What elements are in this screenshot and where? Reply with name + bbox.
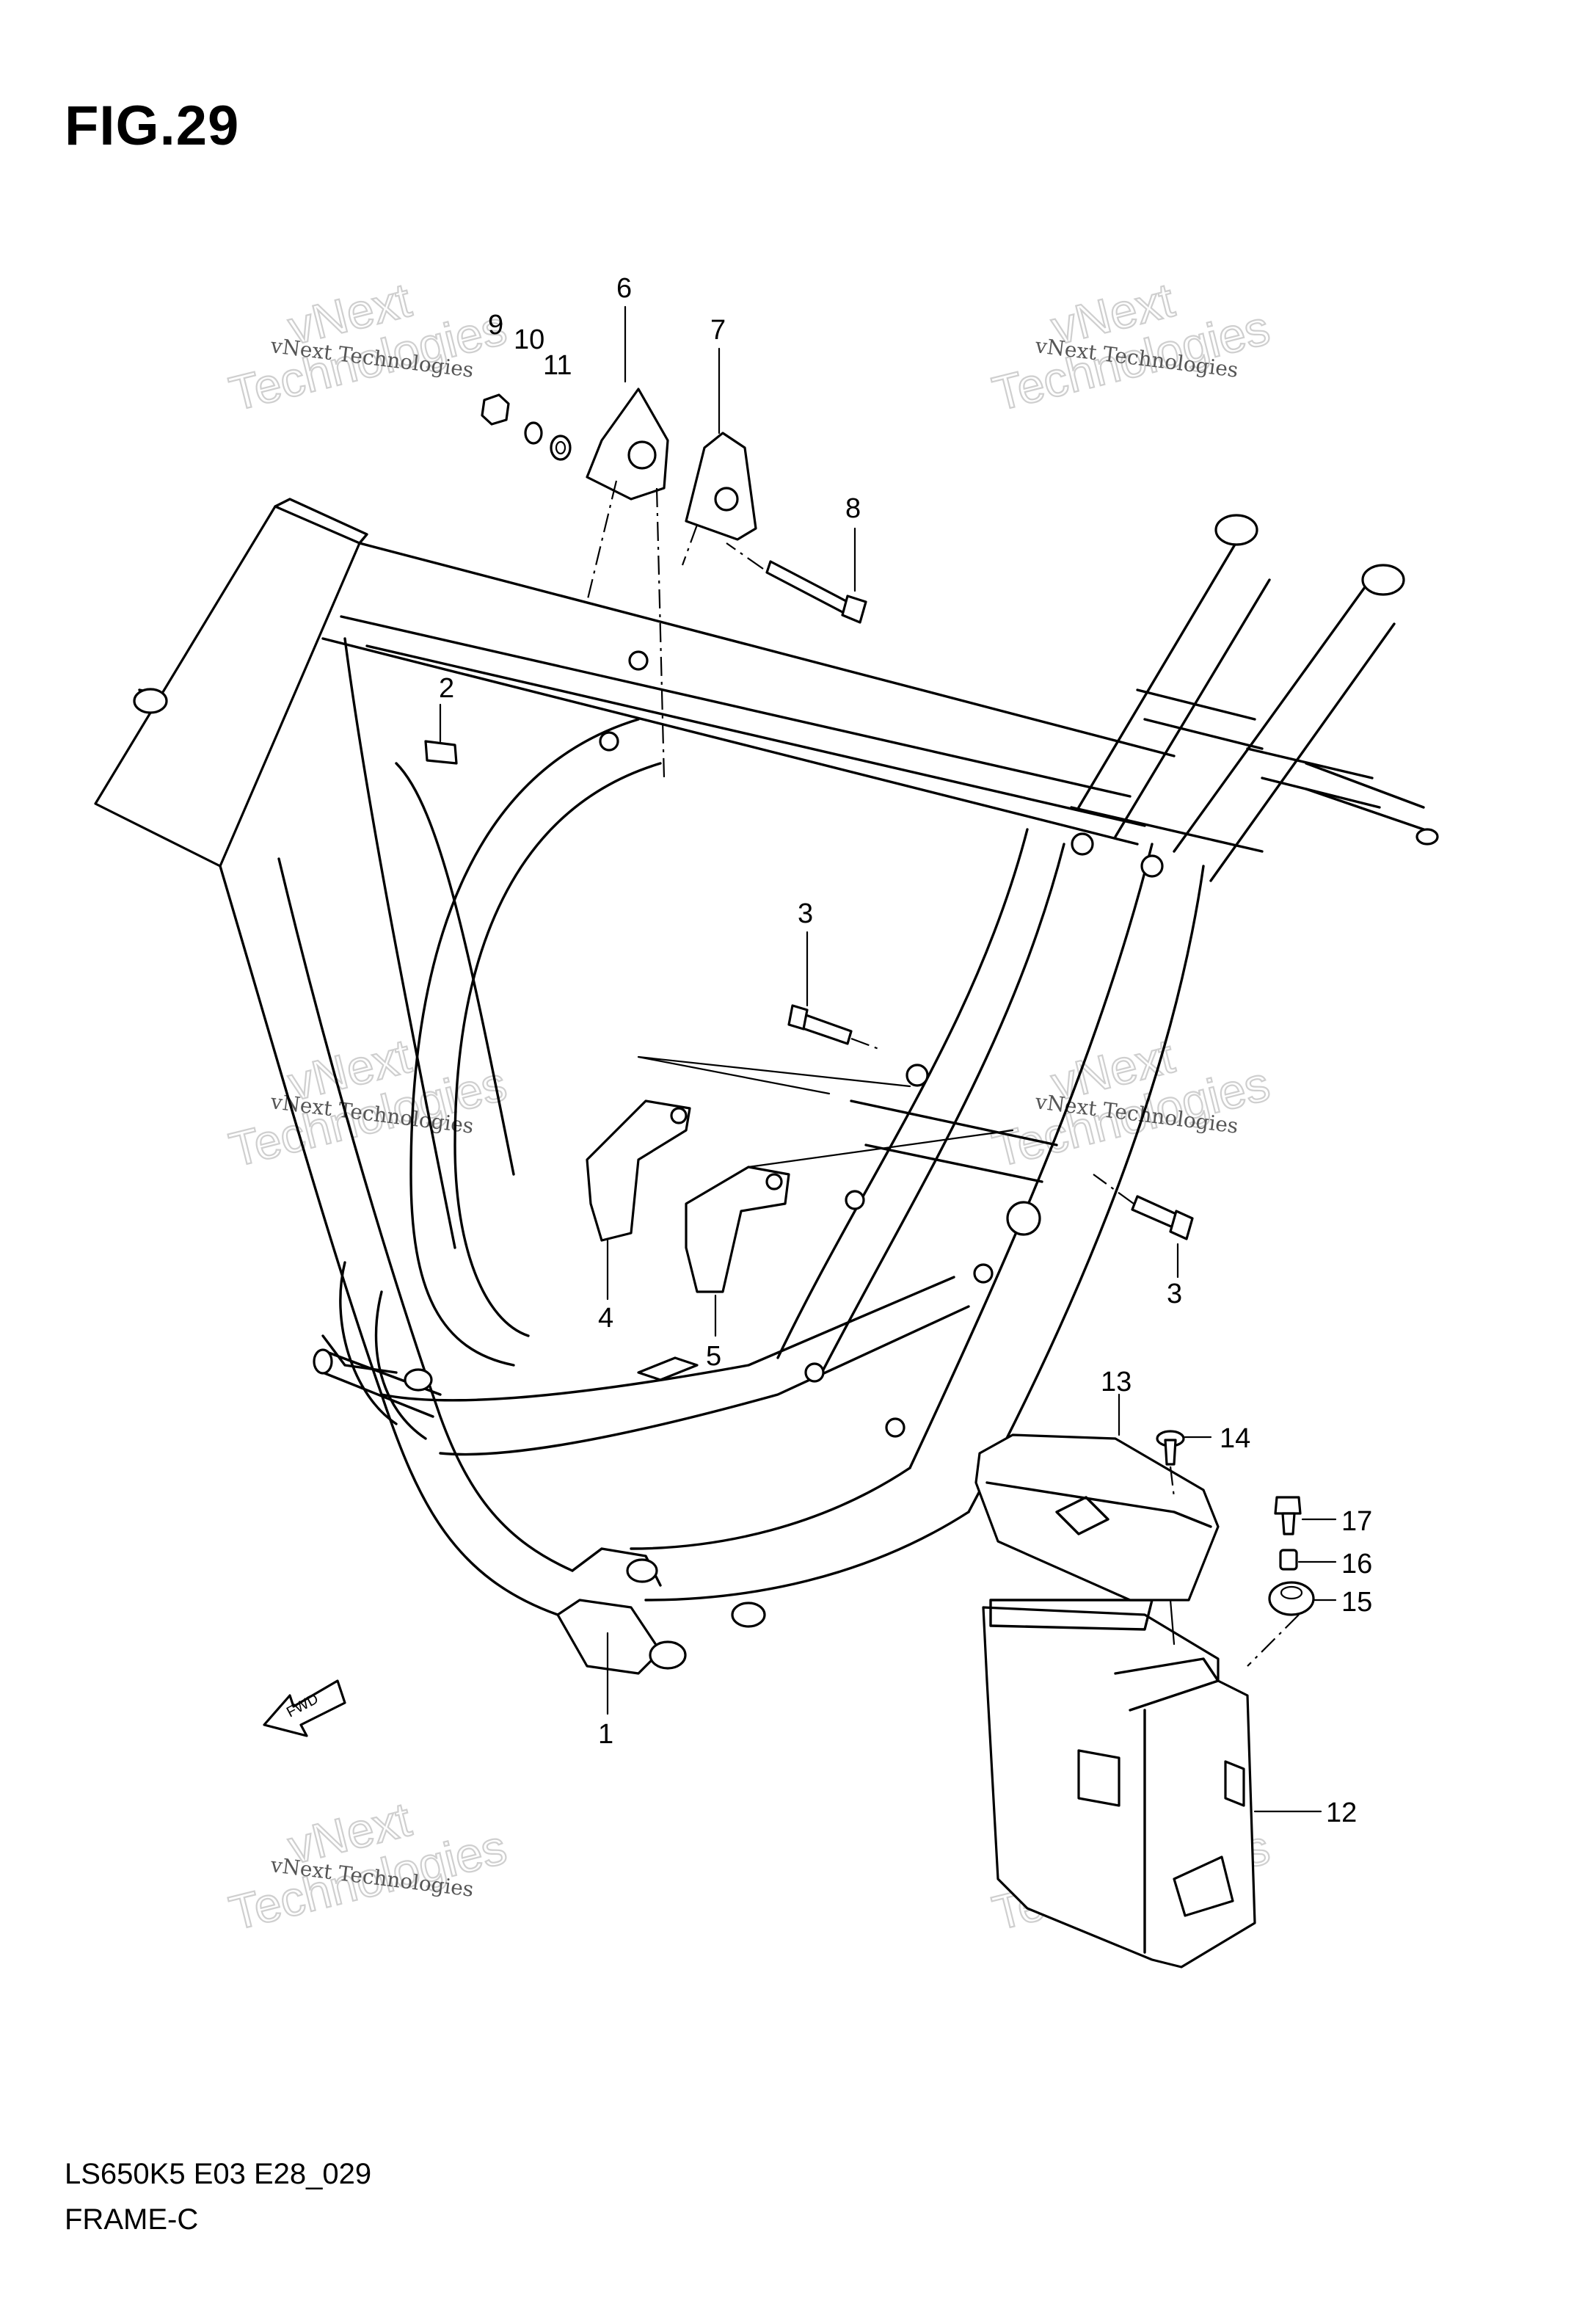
watermark-top-left: Technologies vNext vNext Technologies (223, 272, 512, 422)
callout-numbers: 1 2 3 3 4 5 6 7 8 9 10 11 12 13 14 15 16… (439, 273, 1372, 1828)
callout-5: 5 (706, 1341, 721, 1372)
bracket-5 (637, 1129, 1014, 1381)
frame-main (94, 498, 1439, 1675)
fwd-arrow-icon: FWD (263, 1679, 346, 1737)
collar-16 (1279, 1549, 1337, 1571)
callout-15: 15 (1341, 1587, 1372, 1618)
callout-9: 9 (488, 310, 503, 341)
bracket-6 (586, 388, 669, 779)
callout-6: 6 (616, 273, 632, 304)
callout-14: 14 (1220, 1423, 1250, 1454)
watermark-bottom-left: Technologies vNext vNext Technologies (223, 1791, 512, 1941)
bolt-2 (424, 703, 458, 765)
washer-11 (550, 435, 572, 461)
callout-16: 16 (1341, 1549, 1372, 1579)
bolt-8 (726, 542, 867, 624)
callout-1: 1 (598, 1719, 613, 1750)
figure-name: FRAME-C (65, 2203, 199, 2236)
callout-3-upper: 3 (798, 898, 813, 929)
bracket-7 (681, 432, 757, 566)
watermark-top-right: Technologies vNext vNext Technologies (986, 272, 1275, 422)
callout-8: 8 (845, 493, 861, 524)
nut-9 (481, 393, 510, 426)
battery-cover-13 (974, 1433, 1220, 1646)
watermark-middle-left: Technologies vNext vNext Technologies (223, 1028, 512, 1178)
callout-12: 12 (1326, 1797, 1357, 1828)
watermark-middle-right: Technologies vNext vNext Technologies (986, 1028, 1275, 1178)
bracket-4 (586, 1055, 911, 1242)
callout-13: 13 (1101, 1367, 1132, 1397)
callout-11: 11 (543, 350, 572, 381)
bolt-3-upper (787, 1004, 881, 1051)
washer-10 (524, 421, 543, 445)
callout-17: 17 (1341, 1506, 1372, 1537)
model-code: LS650K5 E03 E28_029 (65, 2158, 372, 2190)
figure-title: FIG.29 (65, 95, 240, 157)
callout-7: 7 (710, 315, 726, 346)
callout-4: 4 (598, 1303, 613, 1334)
bolt-3-lower (1093, 1174, 1194, 1240)
grommet-15 (1247, 1581, 1337, 1667)
callout-2: 2 (439, 673, 454, 704)
bolt-17 (1274, 1496, 1337, 1535)
screw-14 (1156, 1430, 1212, 1498)
callout-10: 10 (514, 324, 544, 355)
battery-box-12 (982, 1599, 1256, 1969)
callout-3-lower: 3 (1167, 1279, 1182, 1309)
callout-leaders (606, 305, 1322, 1813)
